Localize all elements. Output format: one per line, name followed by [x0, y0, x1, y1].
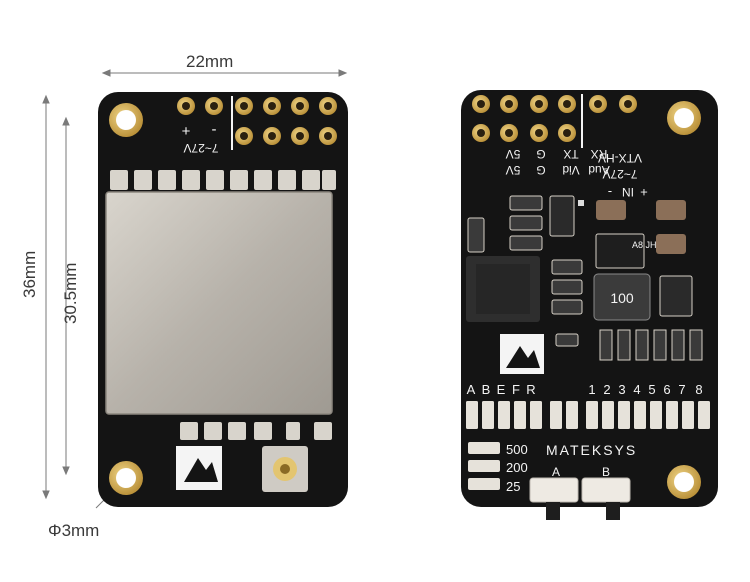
smd-components: A8 JH 100: [466, 195, 703, 361]
label-rx: RX: [591, 147, 608, 161]
front-board: + - 7~27V: [98, 92, 348, 507]
band-f-label: F: [512, 382, 520, 397]
power-25-label: 25: [506, 479, 520, 494]
back-pads: [472, 95, 637, 142]
back-board: RX TX G 5V Aud Vid G 5V 7~27V VTX-HV IN …: [461, 90, 718, 520]
power-leds: [468, 442, 500, 490]
width-dimension-label: 22mm: [186, 52, 234, 71]
label-tx: TX: [563, 147, 578, 161]
height-dimension-label: 36mm: [20, 250, 39, 298]
dimension-lines: [42, 69, 348, 509]
vtx-voltage-label: 7~27V: [602, 167, 637, 181]
rf-shield: [105, 191, 333, 415]
label-g-second: G: [536, 163, 545, 177]
inductor-marking: 100: [610, 290, 634, 306]
channel-7-label: 7: [678, 382, 685, 397]
hole-diameter-label: Φ3mm: [48, 521, 100, 540]
in-label: IN: [622, 185, 634, 199]
power-200-label: 200: [506, 460, 528, 475]
label-5v-second: 5V: [506, 163, 521, 177]
front-minus-label: -: [212, 121, 217, 138]
antenna-b-label: B: [602, 465, 610, 479]
band-e-label: E: [497, 382, 506, 397]
chip-marking: A8 JH: [632, 240, 657, 250]
channel-2-label: 2: [603, 382, 610, 397]
inductor-icon: [593, 273, 651, 321]
antenna-a-label: A: [552, 465, 560, 479]
band-a-label: A: [467, 382, 476, 397]
channel-3-label: 3: [618, 382, 625, 397]
front-pads: [177, 97, 337, 145]
band-r-label: R: [526, 382, 535, 397]
channel-1-label: 1: [588, 382, 595, 397]
label-aud: Aud: [588, 163, 609, 177]
label-g-top: G: [536, 147, 545, 161]
label-5v-top: 5V: [506, 147, 521, 161]
label-vid: Vid: [562, 163, 579, 177]
vtx-hv-label: VTX-HV: [598, 151, 642, 165]
channel-6-label: 6: [663, 382, 670, 397]
led-row: [466, 401, 710, 429]
power-500-label: 500: [506, 442, 528, 457]
antenna-connectors: [529, 477, 631, 520]
hole-spacing-dimension-label: 30.5mm: [61, 262, 80, 324]
channel-8-label: 8: [695, 382, 702, 397]
channel-4-label: 4: [633, 382, 640, 397]
band-b-label: B: [482, 382, 491, 397]
brand-label: MATEKSYS: [546, 442, 637, 458]
channel-5-label: 5: [648, 382, 655, 397]
front-voltage-label: 7~27V: [183, 141, 218, 155]
front-plus-label: +: [182, 123, 191, 140]
in-minus-label: -: [608, 185, 612, 200]
in-plus-label: +: [640, 185, 648, 200]
